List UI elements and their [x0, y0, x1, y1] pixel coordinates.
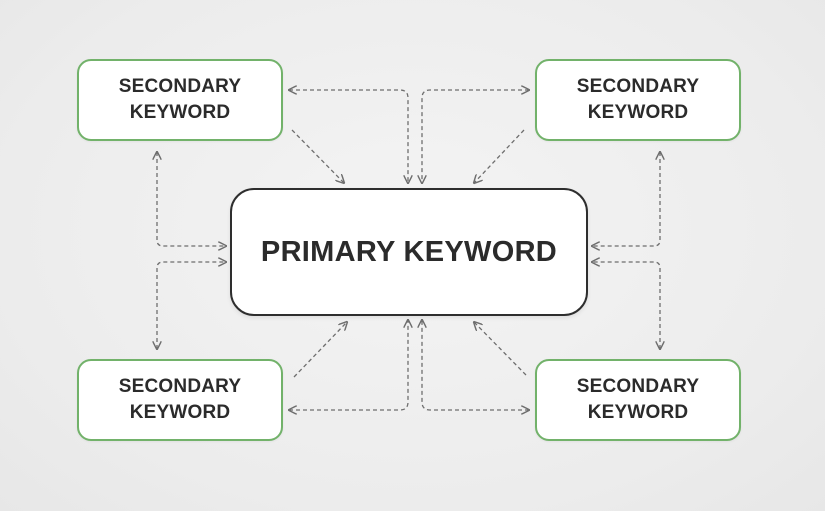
connector-br-vertical [592, 262, 660, 349]
secondary-keyword-label: SECONDARY KEYWORD [576, 76, 700, 123]
connector-bl-vertical [157, 262, 226, 349]
connector-tl-horizontal [289, 90, 408, 183]
secondary-keyword-bottom-right: SECONDARY KEYWORD [535, 359, 741, 441]
primary-keyword-box: PRIMARY KEYWORD [230, 188, 588, 316]
connector-bl-diagonal [293, 322, 347, 378]
connector-tr-vertical [592, 152, 660, 246]
secondary-keyword-label: SECONDARY KEYWORD [118, 76, 242, 123]
secondary-keyword-bottom-left: SECONDARY KEYWORD [77, 359, 283, 441]
connector-tl-diagonal [291, 129, 344, 183]
secondary-keyword-label: SECONDARY KEYWORD [576, 376, 700, 423]
secondary-keyword-top-right: SECONDARY KEYWORD [535, 59, 741, 141]
secondary-keyword-top-left: SECONDARY KEYWORD [77, 59, 283, 141]
primary-keyword-label: PRIMARY KEYWORD [260, 235, 558, 268]
connector-br-diagonal [474, 322, 527, 376]
connector-tl-vertical [157, 152, 226, 246]
connector-tr-horizontal [422, 90, 529, 183]
connector-bl-horizontal [289, 320, 408, 410]
connector-tr-diagonal [474, 129, 525, 183]
connector-br-horizontal [422, 320, 529, 410]
secondary-keyword-label: SECONDARY KEYWORD [118, 376, 242, 423]
